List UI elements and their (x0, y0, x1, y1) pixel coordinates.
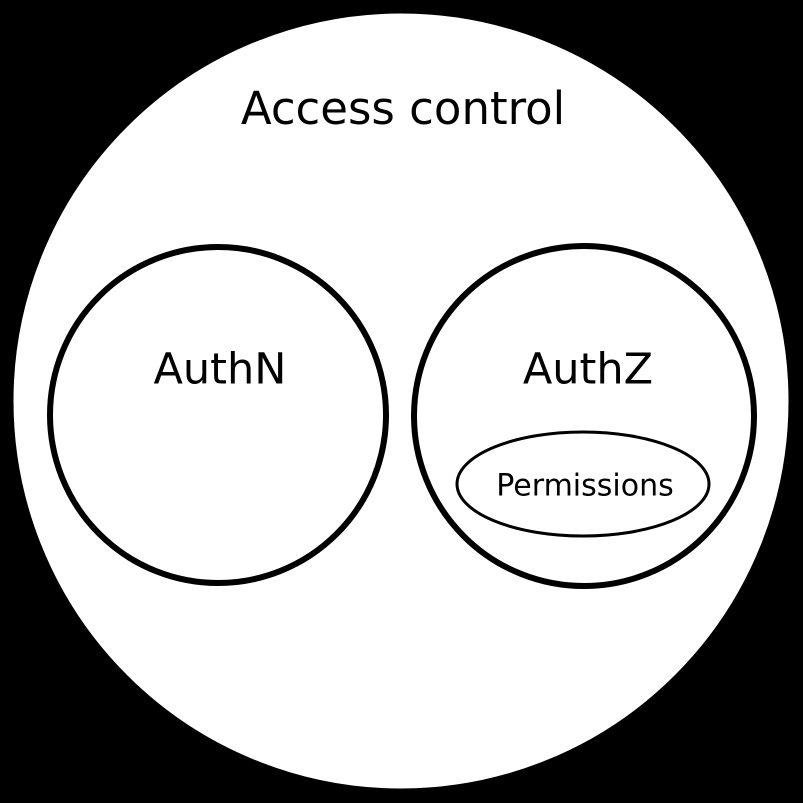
access-control-label: Access control (241, 82, 565, 135)
authn-circle[interactable] (47, 244, 389, 586)
access-control-circle[interactable] (12, 12, 790, 790)
authz-label: AuthZ (523, 345, 653, 395)
permissions-ellipse[interactable] (455, 430, 711, 538)
permissions-label: Permissions (496, 469, 673, 504)
authn-label: AuthN (154, 345, 287, 395)
